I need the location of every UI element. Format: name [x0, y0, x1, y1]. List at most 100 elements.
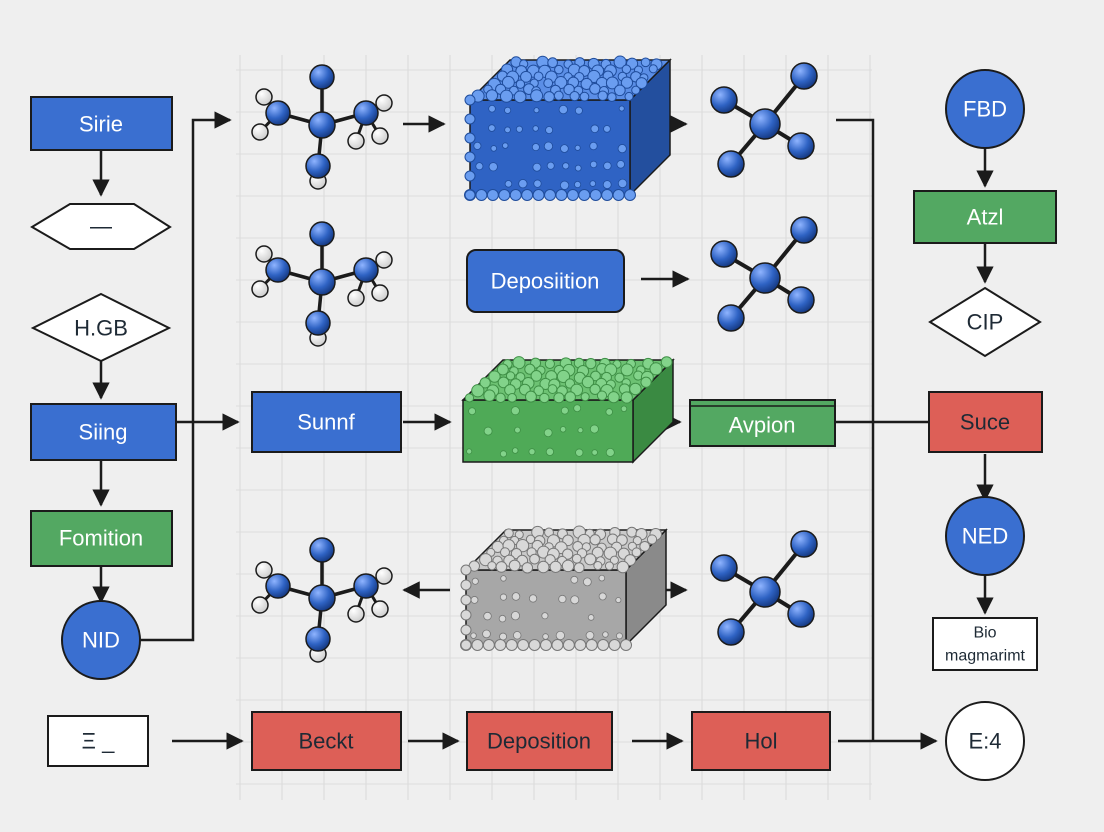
hydrogen-atom	[371, 284, 389, 302]
node-deposition-top[interactable]: Deposiition	[466, 249, 625, 313]
slab-rim-bead	[464, 113, 476, 125]
central-atom	[749, 262, 781, 294]
node-ned-circle[interactable]: NED	[945, 496, 1025, 576]
node-siing[interactable]: Siing	[30, 403, 177, 461]
carbon-atom	[353, 573, 379, 599]
node-deposition-top-label: Deposiition	[491, 269, 600, 294]
node-hgb-diamond[interactable]: H.GB	[30, 292, 172, 363]
slab-rim-bead	[528, 639, 541, 651]
outer-atom	[787, 132, 815, 160]
outer-atom	[717, 150, 745, 178]
node-atzl[interactable]: Atzl	[913, 190, 1057, 244]
slab-pore	[603, 125, 611, 133]
slab-rim-bead	[551, 639, 564, 651]
molecule-hydrogen-icon	[251, 64, 393, 190]
slab-bead	[533, 71, 544, 82]
node-small-box[interactable]: Ξ _	[47, 715, 149, 767]
slab-rim-bead	[486, 189, 499, 201]
illustration-layer	[251, 55, 818, 663]
node-hexagon-label: —	[90, 214, 112, 239]
node-deposition-bottom[interactable]: Deposition	[466, 711, 613, 771]
slab-pore	[532, 162, 542, 172]
hydrogen-atom	[255, 561, 273, 579]
slab-bead	[631, 547, 642, 558]
slab-pore	[570, 575, 579, 584]
slab-bead	[620, 391, 633, 404]
hydrogen-atom	[255, 245, 273, 263]
slab-bead	[520, 70, 533, 83]
slab-pore	[543, 428, 553, 438]
slab-rim-bead	[566, 189, 579, 201]
node-bio-label-line2: magmarimt	[945, 648, 1026, 665]
node-beckt[interactable]: Beckt	[251, 711, 402, 771]
node-avpion[interactable]: Avpion	[689, 399, 836, 447]
node-suce[interactable]: Suce	[928, 391, 1043, 453]
node-sunnf-label: Sunnf	[297, 410, 355, 435]
hydrogen-atom	[251, 123, 269, 141]
slab-bead	[495, 561, 508, 573]
slab-pore	[560, 406, 569, 415]
outer-atom	[710, 86, 738, 114]
slab-bead	[513, 90, 527, 104]
slab-pore	[591, 449, 598, 456]
node-sirie[interactable]: Sirie	[30, 96, 173, 151]
slab-rim-bead	[460, 564, 472, 576]
slab-rim-bead	[601, 189, 614, 201]
central-atom	[308, 111, 336, 139]
carbon-atom	[265, 100, 291, 126]
node-cip-diamond[interactable]: CIP	[928, 286, 1042, 358]
slab-pore	[574, 180, 582, 189]
hydrogen-atom	[347, 605, 365, 623]
slab-bead	[549, 560, 562, 573]
slab-bead	[629, 382, 642, 396]
slab-pore	[559, 180, 570, 190]
node-e4-label: E:4	[968, 729, 1001, 754]
slab-pore	[483, 611, 492, 621]
slab-rim-bead	[578, 189, 591, 201]
slab-bead	[589, 383, 601, 395]
slab-bead	[620, 363, 634, 377]
slab-pore	[528, 448, 536, 456]
node-hexagon[interactable]: —	[30, 203, 172, 250]
central-atom	[749, 108, 781, 140]
node-e4-circle[interactable]: E:4	[945, 701, 1025, 781]
molecule-hydrogen-icon	[251, 537, 393, 663]
slab-pore	[504, 180, 513, 188]
slab-rim-bead	[540, 639, 552, 651]
node-hol[interactable]: Hol	[691, 711, 831, 771]
slab-rim-bead	[482, 639, 495, 651]
slab-bead	[539, 392, 550, 404]
slab-bead	[631, 85, 641, 95]
molecule-tetrahedral-icon	[710, 62, 818, 178]
slab-pore	[545, 126, 554, 135]
node-fomition-label: Fomition	[59, 526, 143, 551]
node-sunnf[interactable]: Sunnf	[251, 391, 402, 453]
node-bio[interactable]: Bio magmarimt	[932, 617, 1038, 671]
slab-pore	[575, 448, 584, 457]
hydrogen-atom	[255, 88, 273, 106]
slab-pore	[546, 161, 555, 170]
slab-rim-bead	[589, 189, 602, 201]
carbon-atom	[305, 153, 331, 179]
slab-bead	[544, 358, 555, 370]
node-fbd-circle[interactable]: FBD	[945, 69, 1025, 149]
slab-pore	[558, 594, 567, 604]
node-fomition[interactable]: Fomition	[30, 510, 173, 567]
node-nid-circle[interactable]: NID	[61, 600, 141, 680]
slab-pore	[602, 180, 612, 190]
slab-pore	[499, 450, 507, 458]
slab-pore	[488, 104, 496, 113]
carbon-atom	[305, 626, 331, 652]
slab-pore	[559, 426, 567, 433]
slab-bead	[471, 384, 485, 398]
outer-atom	[790, 530, 818, 558]
slab-pore	[598, 574, 606, 582]
outer-atom	[717, 618, 745, 646]
slab-bead	[579, 91, 590, 102]
slab-bead	[590, 370, 601, 382]
slab-pore	[473, 141, 482, 150]
outer-atom	[787, 286, 815, 314]
slab-pore	[518, 179, 528, 189]
slab-pore	[466, 448, 473, 455]
